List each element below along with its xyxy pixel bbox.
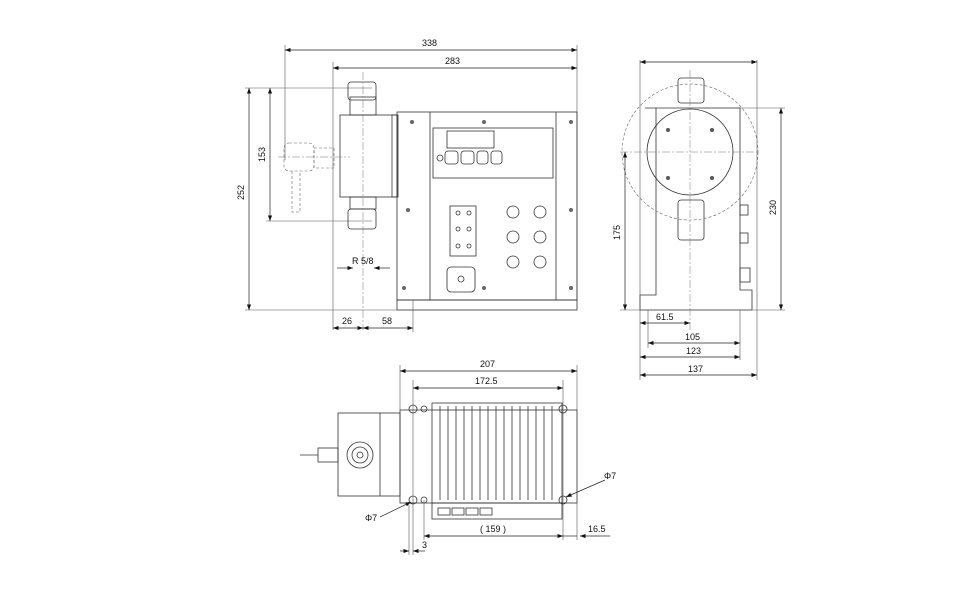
dim-axis-offset: 61.5 xyxy=(656,312,674,322)
dim-w3: 137 xyxy=(688,364,703,374)
connectors xyxy=(506,205,547,269)
dim-edge-offset: 16.5 xyxy=(588,524,606,534)
dim-hole-dia-right: Φ7 xyxy=(604,471,616,481)
dim-length: 207 xyxy=(480,359,495,369)
dim-thread: R 5/8 xyxy=(352,256,374,266)
dim-overall-width: 338 xyxy=(422,38,437,48)
dim-small-offset: 3 xyxy=(422,540,427,550)
top-view: 207 172.5 ( 159 ) 16.5 3 Φ7 Φ7 xyxy=(300,359,616,555)
dim-hole-dia-left: Φ7 xyxy=(365,513,377,523)
control-buttons xyxy=(436,150,503,165)
dim-side-height: 230 xyxy=(768,200,778,215)
dim-w2: 123 xyxy=(686,346,701,356)
dim-offset-left: 26 xyxy=(342,316,352,326)
dim-overall-height: 252 xyxy=(236,185,246,200)
dim-base-length: ( 159 ) xyxy=(480,524,506,534)
dim-port-spacing: 153 xyxy=(257,147,267,162)
dim-body-width: 283 xyxy=(445,56,460,66)
dim-w1: 105 xyxy=(685,332,700,342)
dim-offset-right: 58 xyxy=(382,316,392,326)
front-view: 252 153 R 5/8 26 58 338 283 xyxy=(236,38,578,332)
cooling-fins xyxy=(439,406,553,500)
side-view: 230 175 61.5 105 123 137 xyxy=(612,59,785,380)
dim-hole-spacing: 172.5 xyxy=(475,376,498,386)
dim-axis-height: 175 xyxy=(612,225,622,240)
